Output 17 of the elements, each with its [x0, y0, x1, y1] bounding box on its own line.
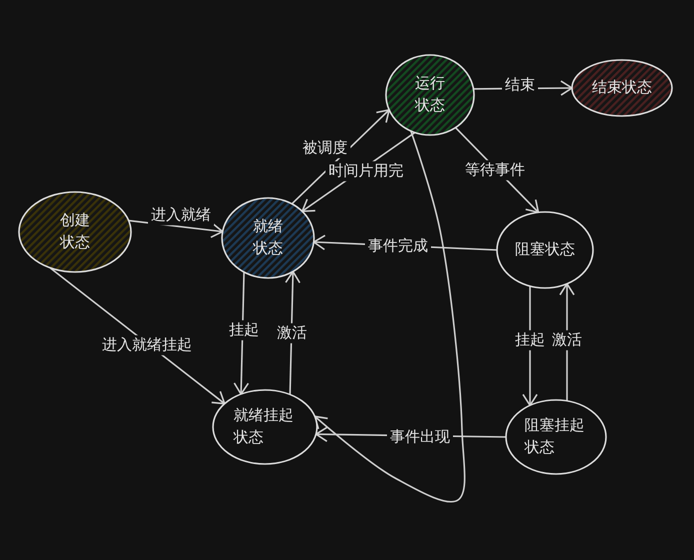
state-ellipse — [497, 212, 593, 288]
state-label: 结束状态 — [591, 77, 653, 98]
state-ellipse — [572, 60, 672, 116]
state-ellipse — [506, 400, 606, 474]
arrow — [314, 130, 466, 502]
state-label: 阻塞状态 — [514, 239, 576, 260]
state-label: 就绪挂起状态 — [234, 405, 294, 448]
state-label: 创建状态 — [59, 210, 91, 253]
state-ellipse — [19, 192, 131, 272]
state-ellipse — [386, 55, 474, 135]
state-label: 运行状态 — [414, 73, 446, 116]
state-label: 阻塞挂起状态 — [524, 415, 586, 458]
edge-label: 被调度 — [300, 138, 350, 158]
state-ellipse — [213, 390, 317, 464]
state-label: 就绪状态 — [252, 216, 284, 259]
state-ellipse — [222, 198, 314, 278]
edge-label: 进入就绪 — [148, 205, 214, 225]
